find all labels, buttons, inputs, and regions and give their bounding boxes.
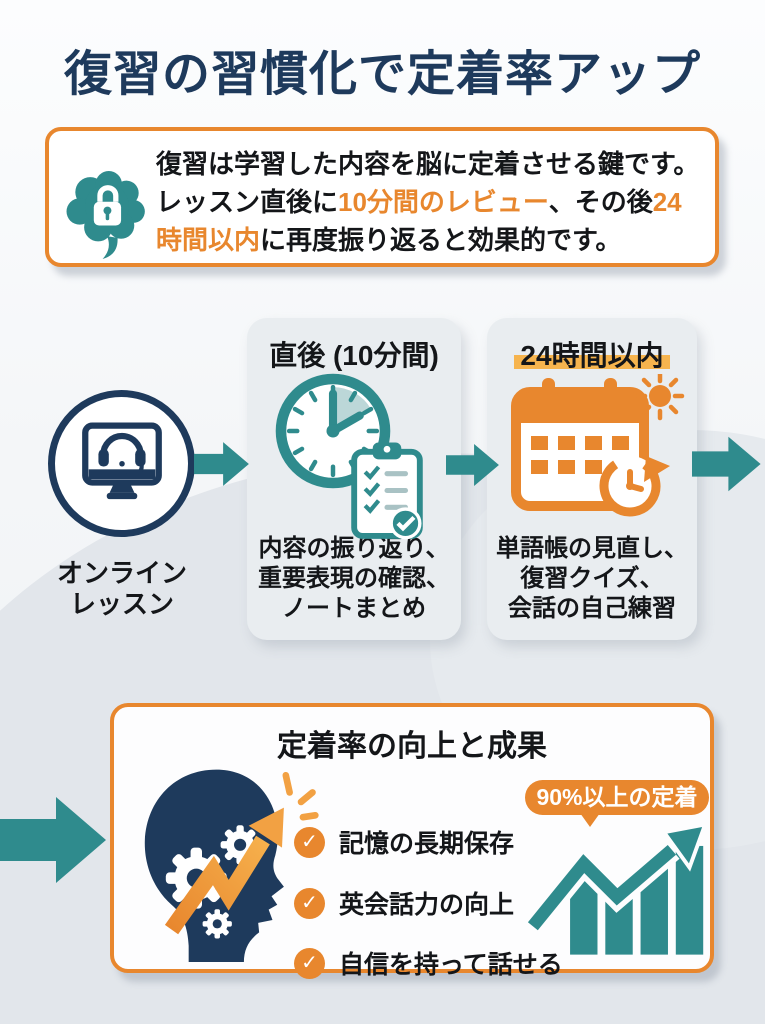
intro-segment-accent: 24	[652, 187, 682, 217]
result-item-label: 英会話力の向上	[339, 891, 515, 919]
result-item-label: 記憶の長期保存	[339, 830, 515, 858]
sun-icon	[635, 371, 685, 421]
intro-segment: に再度振り返ると効果的です。	[260, 225, 622, 255]
calendar-grid	[531, 436, 629, 474]
sparkle-icon	[282, 771, 319, 821]
checkmark-icon: ✓	[294, 947, 325, 979]
checklist-clipboard-icon	[349, 440, 425, 546]
online-lesson-node	[48, 390, 195, 537]
intro-segment-accent: 時間以内	[156, 225, 261, 255]
online-lesson-label-line2: レッスン	[69, 589, 174, 619]
result-item-row: ✓ 記憶の長期保存	[294, 824, 514, 860]
flow-arrow-1-icon	[194, 437, 250, 496]
intro-segment: 復習は学習した内容を脳に定着させる鍵です。	[156, 149, 700, 179]
flow-arrow-2-icon	[446, 440, 500, 495]
intro-box: 復習は学習した内容を脳に定着させる鍵です。 レッスン直後に10分間のレビュー、そ…	[45, 127, 719, 267]
checkmark-icon: ✓	[294, 826, 325, 858]
step-card-immediate: 直後 (10分間) 内容の振り返り、 重要表現の確認、 ノートまとめ	[247, 318, 461, 640]
retention-badge-tail	[580, 813, 600, 827]
step-immediate-body: 内容の振り返り、 重要表現の確認、 ノートまとめ	[258, 535, 450, 622]
online-lesson-label: オンライン レッスン	[17, 558, 227, 620]
step-24h-heading: 24時間以内	[487, 334, 697, 374]
intro-line-1: 復習は学習した内容を脳に定着させる鍵です。	[156, 145, 712, 183]
retention-badge: 90%以上の定着	[525, 780, 709, 815]
intro-segment: レッスン直後に	[156, 187, 339, 217]
result-item-label: 自信を持って話せる	[339, 951, 563, 979]
result-item-row: ✓ 自信を持って話せる	[294, 945, 563, 981]
intro-segment: 、その後	[548, 187, 653, 217]
head-gears-arrow-icon	[122, 756, 322, 971]
online-lesson-label-line1: オンライン	[56, 558, 187, 588]
monitor-headset-icon	[70, 415, 174, 512]
results-box: 定着率の向上と成果	[110, 703, 714, 979]
step-24h-body: 単語帳の見直し、 復習クイズ、 会話の自己練習	[496, 535, 688, 622]
refresh-clock-icon	[599, 455, 670, 517]
results-heading: 定着率の向上と成果	[277, 730, 547, 763]
calendar-icon	[508, 371, 686, 531]
intro-line-2: レッスン直後に10分間のレビュー、その後24	[156, 183, 712, 221]
brain-lock-icon	[63, 165, 151, 265]
result-item-row: ✓ 英会話力の向上	[294, 885, 514, 921]
growth-bar-chart-icon	[523, 821, 713, 963]
checkmark-icon: ✓	[294, 887, 325, 919]
intro-text: 復習は学習した内容を脳に定着させる鍵です。 レッスン直後に10分間のレビュー、そ…	[156, 145, 712, 259]
results-arrow-icon	[0, 794, 108, 891]
page-title: 復習の習慣化で定着率アップ	[63, 48, 701, 101]
flow-arrow-3-icon	[692, 425, 762, 508]
intro-segment-accent: 10分間のレビュー	[338, 187, 549, 217]
step-immediate-heading: 直後 (10分間)	[269, 340, 439, 371]
intro-line-3: 時間以内に再度振り返ると効果的です。	[156, 221, 712, 259]
